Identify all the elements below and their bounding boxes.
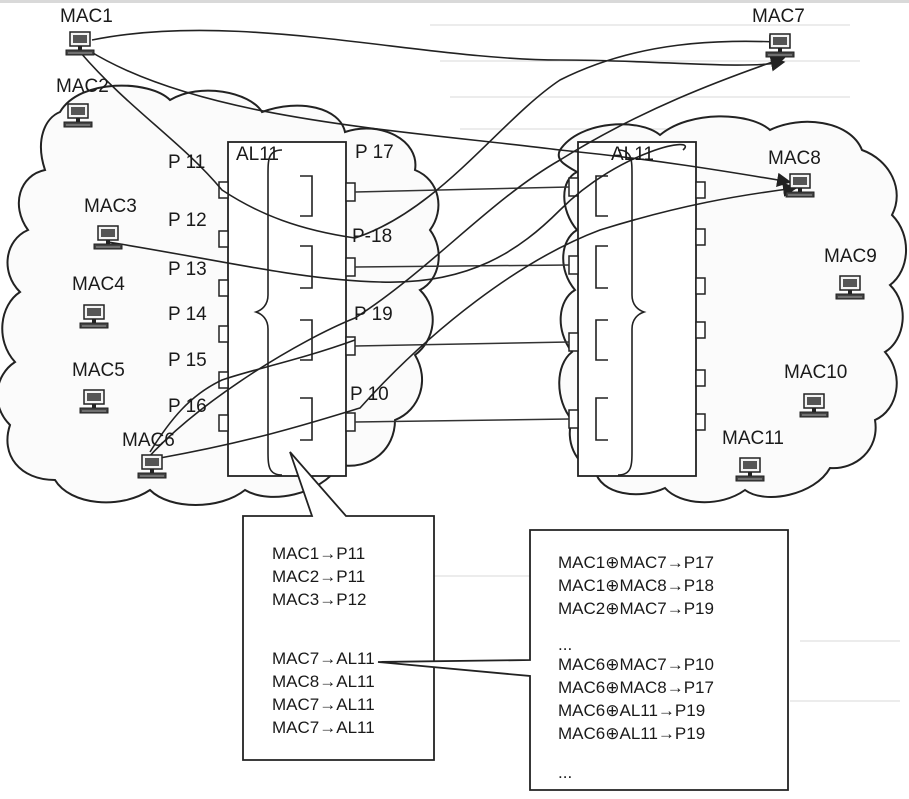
host-label: MAC8	[768, 148, 821, 169]
path-mac3-to-right	[107, 143, 687, 283]
host-mac3[interactable]: MAC3	[84, 196, 137, 250]
host-label: MAC2	[56, 76, 109, 97]
right-forwarding-table: MAC1⊕MAC7→P17 MAC1⊕MAC8→P18 MAC2⊕MAC7→P1…	[377, 529, 789, 791]
table-row: MAC7→AL11	[272, 649, 375, 668]
path-mac6-p15	[149, 339, 356, 453]
host-label: MAC5	[72, 360, 125, 381]
host-mac11[interactable]: MAC11	[722, 428, 784, 482]
path-mac1-to-mac7	[91, 29, 786, 72]
table-row: MAC3→P12	[272, 590, 366, 609]
table-row: ...	[558, 763, 572, 782]
left-switch	[218, 141, 356, 477]
computer-icon	[799, 393, 829, 418]
computer-icon	[79, 304, 109, 329]
table-row: MAC7→AL11	[272, 695, 375, 714]
host-label: MAC11	[722, 428, 784, 449]
port-label-p12: P 12	[168, 210, 207, 231]
right-switch-label: AL11	[611, 144, 654, 165]
port-label-p15: P 15	[168, 350, 207, 371]
host-mac1[interactable]: MAC1	[60, 6, 113, 56]
computer-icon	[785, 173, 815, 198]
table-row: MAC6⊕MAC8→P17	[558, 678, 714, 697]
port-label-p11: P 11	[168, 152, 205, 173]
computer-icon	[765, 33, 795, 58]
host-mac8[interactable]: MAC8	[768, 148, 821, 198]
host-label: MAC6	[122, 430, 175, 451]
left-forwarding-table: MAC1→P11 MAC2→P11 MAC3→P12 MAC7→AL11 MAC…	[242, 451, 435, 761]
host-mac4[interactable]: MAC4	[72, 274, 125, 329]
table-row: MAC1→P11	[272, 544, 365, 563]
table-row: MAC2→P11	[272, 567, 365, 586]
port-label-p19: P 19	[354, 304, 393, 325]
host-label: MAC9	[824, 246, 877, 267]
table-row: MAC1⊕MAC8→P18	[558, 576, 714, 595]
port-label-p14: P 14	[168, 304, 207, 325]
host-mac5[interactable]: MAC5	[72, 360, 125, 414]
table-row: MAC8→AL11	[272, 672, 375, 691]
host-label: MAC3	[84, 196, 137, 217]
table-row: MAC2⊕MAC7→P19	[558, 599, 714, 618]
computer-icon	[65, 31, 95, 56]
path-mac6-p16-p19	[145, 55, 786, 461]
host-label: MAC7	[752, 6, 805, 27]
table-row: MAC1⊕MAC7→P17	[558, 553, 714, 572]
computer-icon	[735, 457, 765, 482]
host-mac9[interactable]: MAC9	[824, 246, 877, 300]
port-label-p18: P-18	[352, 226, 392, 247]
host-label: MAC4	[72, 274, 125, 295]
computer-icon	[79, 389, 109, 414]
computer-icon	[93, 225, 123, 250]
traffic-paths	[79, 29, 798, 461]
table-row: ...	[558, 635, 572, 654]
left-switch-label: AL11	[236, 144, 279, 165]
port-label-p13: P 13	[168, 259, 207, 280]
port-label-p16: P 16	[168, 396, 207, 417]
computer-icon	[63, 103, 93, 128]
port-label-p10: P 10	[350, 384, 389, 405]
port-label-p17: P 17	[355, 142, 394, 163]
table-row: MAC7→AL11	[272, 718, 375, 737]
path-mac6-p10-mac8	[159, 182, 798, 459]
host-mac6[interactable]: MAC6	[122, 430, 175, 479]
computer-icon	[835, 275, 865, 300]
host-mac2[interactable]: MAC2	[56, 76, 109, 128]
path-mac1-p11-p18	[79, 34, 784, 239]
trunk-links	[354, 186, 570, 423]
host-mac10[interactable]: MAC10	[784, 362, 847, 418]
path-mac1-to-mac8	[87, 49, 792, 187]
table-row: MAC6⊕AL11→P19	[558, 701, 705, 720]
table-row: MAC6⊕AL11→P19	[558, 724, 705, 743]
right-switch	[568, 141, 706, 477]
host-mac7[interactable]: MAC7	[752, 6, 805, 58]
computer-icon	[137, 454, 167, 479]
table-row: MAC6⊕MAC7→P10	[558, 655, 714, 674]
host-label: MAC1	[60, 6, 113, 27]
host-label: MAC10	[784, 362, 847, 383]
